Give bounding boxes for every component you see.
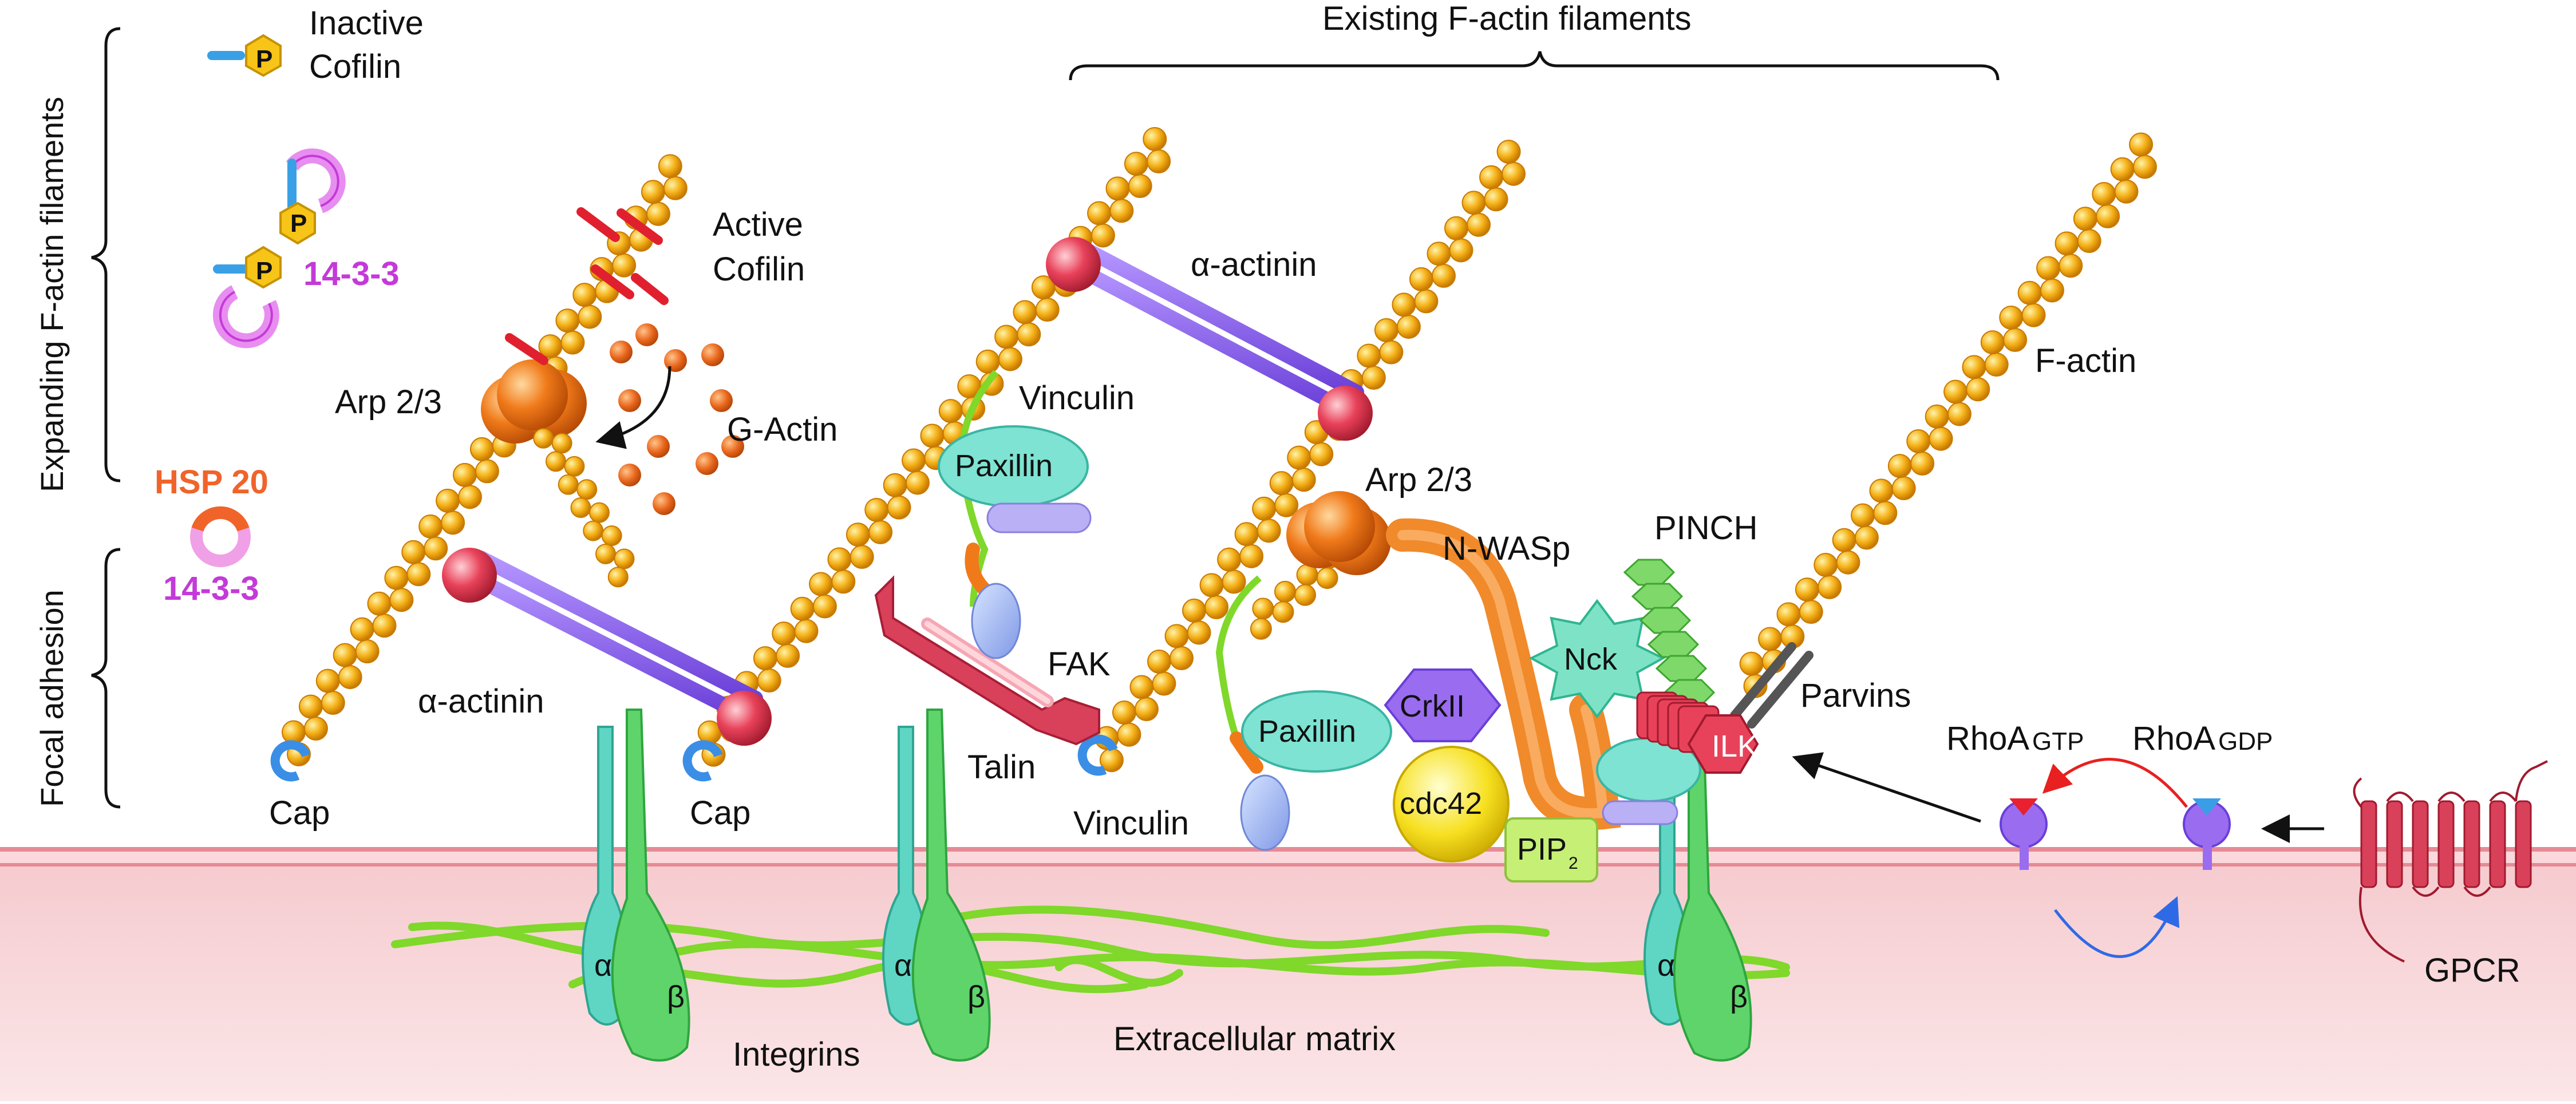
parvins	[1730, 642, 1814, 729]
vinculin-paxillin-bottom	[1215, 575, 1392, 851]
legend-14-3-3-b: 14-3-3	[163, 570, 259, 607]
cdc42-sphere	[1393, 746, 1510, 862]
phosphate-p-2: P	[290, 209, 307, 238]
crkii-label: CrkII	[1400, 689, 1465, 723]
rhoa-ilk-arrow	[1792, 752, 1981, 823]
cap-left-label: Cap	[269, 794, 330, 832]
cap-mid-label: Cap	[690, 794, 750, 832]
active-cofilin	[505, 207, 669, 365]
paxillin-top-label: Paxillin	[955, 449, 1053, 483]
rhoa-blue-arrow	[2054, 896, 2180, 958]
phosphate-p-1: P	[256, 45, 272, 73]
arp23-left-label: Arp 2/3	[335, 383, 442, 421]
fak-label: FAK	[1048, 646, 1111, 683]
membrane	[0, 847, 2576, 1101]
arp23-right	[1286, 491, 1391, 575]
f-actin-filament-1	[281, 154, 688, 766]
active-cofilin-label-1: Active	[713, 206, 803, 243]
legend-icons	[190, 34, 346, 567]
f-actin-filament-3	[1095, 140, 1526, 773]
vinculin-top-label: Vinculin	[1019, 379, 1135, 417]
alpha-actinin-left	[442, 548, 772, 746]
pip2-subscript: 2	[1568, 854, 1578, 873]
phosphate-hexagon-icon	[279, 201, 316, 245]
f-actin-filament-2	[697, 126, 1171, 767]
g-actin-label: G-Actin	[727, 411, 837, 448]
integrin-1	[582, 709, 690, 1062]
integrin-2	[882, 709, 991, 1062]
rhoa-gdp-subscript: GDP	[2218, 727, 2273, 755]
talin-label: Talin	[967, 749, 1036, 786]
ilk-label: ILK	[1712, 729, 1758, 763]
integrins-label: Integrins	[733, 1036, 860, 1073]
phosphate-hexagon-icon	[245, 34, 282, 77]
integrin-alpha-2-label: α	[894, 948, 912, 983]
arp23-right-label: Arp 2/3	[1365, 461, 1472, 498]
integrin-beta-3-label: β	[1730, 980, 1748, 1014]
pip2-box	[1504, 817, 1598, 883]
f-actin-filament-4	[1739, 132, 2157, 698]
rhoa-gdp-label: RhoA	[2132, 720, 2215, 757]
integrin-alpha-3-label: α	[1657, 948, 1675, 983]
rhoa-red-arrow	[2042, 758, 2188, 808]
integrin-3	[1643, 709, 1752, 1062]
inactive-label-2: Cofilin	[309, 48, 401, 85]
active-cofilin-label-2: Cofilin	[713, 251, 805, 288]
arp23-branch-filament	[533, 428, 635, 588]
vinculin-paxillin-top	[938, 370, 1092, 659]
nck-label: Nck	[1564, 642, 1618, 676]
g-actin-arrow	[595, 366, 671, 449]
arp23-branch	[533, 428, 635, 588]
cap-icons	[270, 734, 1118, 782]
ilk-stack	[1636, 691, 1759, 774]
alpha-actinin-left-label: α-actinin	[418, 683, 544, 720]
arp23-left	[481, 359, 587, 444]
existing-filaments-label: Existing F-actin filaments	[1322, 0, 1692, 37]
inactive-label-1: Inactive	[309, 5, 424, 42]
rhoa-gtp	[2000, 798, 2048, 870]
arp23-right-branch	[1250, 547, 1341, 640]
f-actin-label: F-actin	[2035, 342, 2136, 379]
vinculin-bottom-label: Vinculin	[1073, 805, 1189, 842]
focal-adhesion-label: Focal adhesion	[34, 589, 70, 807]
legend-hsp20: HSP 20	[155, 464, 268, 501]
ilk-adaptor-bar	[1602, 800, 1678, 825]
parvins-label: Parvins	[1800, 677, 1911, 714]
integrins	[582, 709, 1752, 1062]
pinch-chain	[1623, 559, 1716, 706]
integrin-alpha-1-label: α	[594, 948, 612, 983]
gpcr	[2353, 760, 2548, 963]
crkii-hexagon	[1384, 668, 1502, 742]
pinch-label: PINCH	[1654, 509, 1757, 547]
cdc42-label: cdc42	[1400, 786, 1482, 821]
integrin-beta-2-label: β	[967, 980, 985, 1014]
alpha-actinin-top-label: α-actinin	[1191, 246, 1317, 283]
side-label-top: Expanding F-actin filaments	[34, 97, 70, 492]
gpcr-label: GPCR	[2424, 952, 2520, 989]
rhoa-gtp-label: RhoA	[1946, 720, 2029, 757]
n-wasp-label: N-WASp	[1443, 530, 1570, 567]
integrin-beta-1-label: β	[667, 980, 685, 1014]
g-actin-monomers	[610, 323, 744, 515]
side-label-bottom: Focal adhesion	[34, 589, 70, 807]
nck-star	[1528, 599, 1666, 719]
talin-fak	[874, 575, 1100, 746]
rhoa-gdp	[2183, 798, 2231, 870]
rhoa-gtp-subscript: GTP	[2032, 727, 2084, 755]
braces	[91, 27, 2000, 809]
legend-14-3-3: 14-3-3	[303, 255, 400, 292]
phosphate-p-3: P	[256, 257, 272, 285]
paxillin-bottom-label: Paxillin	[1258, 714, 1356, 749]
ecm-label: Extracellular matrix	[1113, 1020, 1396, 1058]
phosphate-hexagon-icon	[245, 246, 282, 289]
pip2-label: PIP	[1517, 832, 1567, 866]
alpha-actinin-top	[1046, 237, 1373, 441]
expanding-filaments-label: Expanding F-actin filaments	[34, 97, 70, 492]
